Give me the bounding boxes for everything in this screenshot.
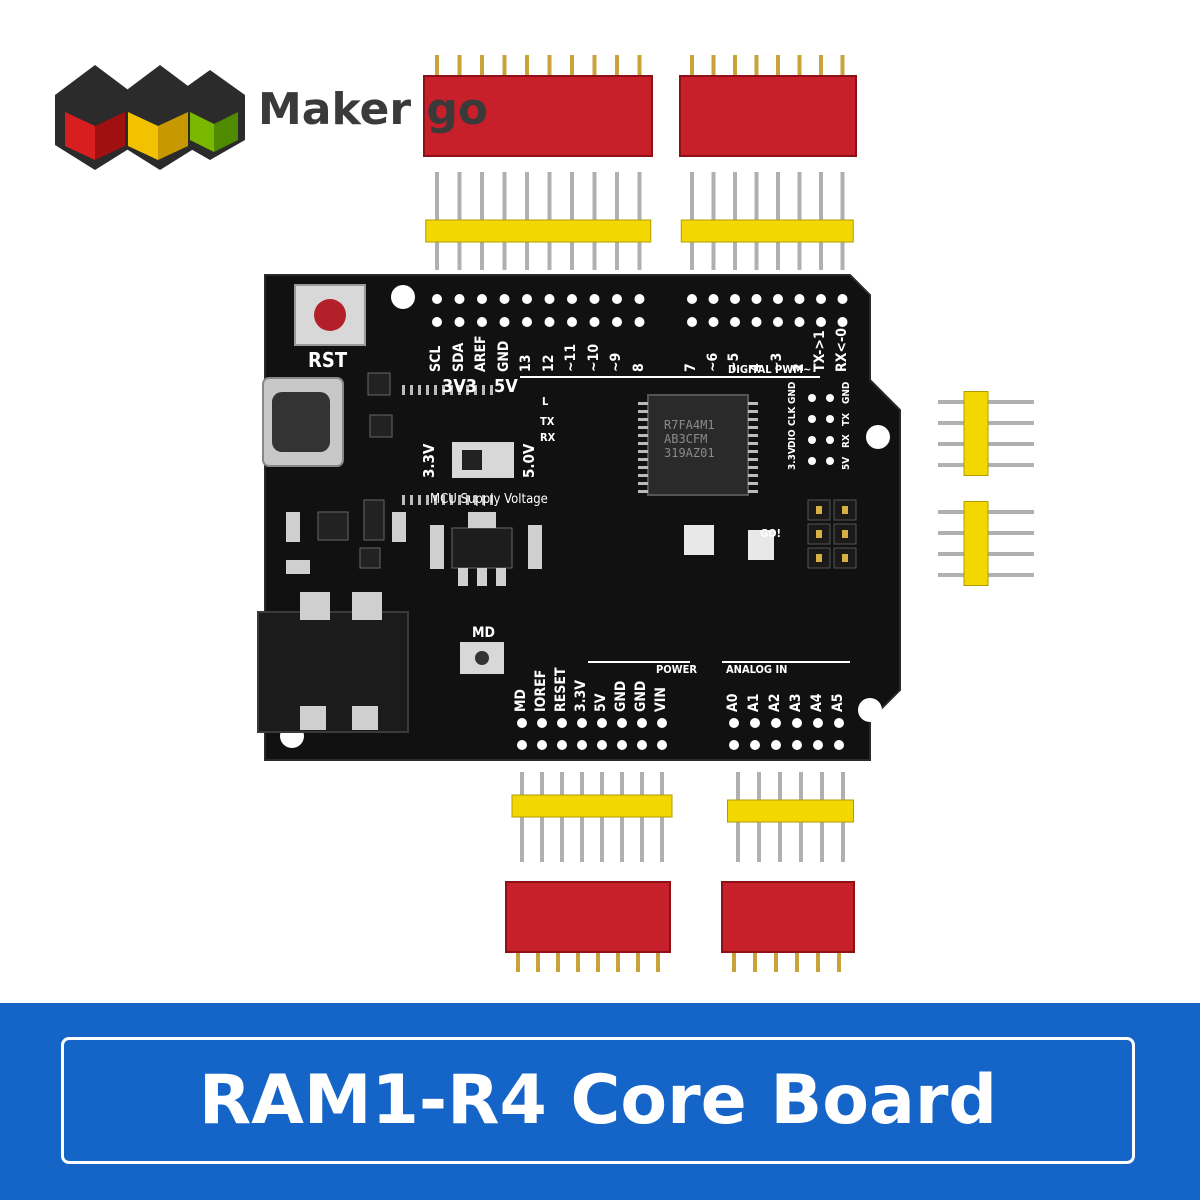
pin-label-top-left: ~11 [563, 343, 579, 372]
dc-power-jack[interactable] [257, 611, 409, 733]
male-headers-top [425, 172, 854, 270]
pin-label-top-left: SDA [450, 342, 467, 372]
pin-label-power: GND [613, 680, 629, 712]
female-header-top-right [679, 55, 857, 157]
pin-label-top-right: RX<-0 [833, 328, 850, 372]
debug-label-left: 3.3V [787, 447, 798, 470]
pin-label-top-right: TX->1 [812, 330, 828, 372]
mcu-chip [647, 394, 749, 496]
debug-label-right: GND [841, 381, 852, 404]
pin-label-power: 5V [593, 693, 609, 712]
pin-label-analog: A5 [830, 693, 846, 712]
pin-label-power: VIN [653, 687, 669, 712]
debug-label-right: RX [841, 434, 852, 448]
male-headers-right [938, 391, 1034, 586]
debug-label-left: CLK [787, 406, 798, 426]
debug-label-right: TX [841, 412, 852, 426]
debug-label-right: 5V [841, 456, 852, 470]
voltage-switch[interactable] [452, 442, 514, 478]
debug-label-left: DIO [787, 429, 798, 448]
pin-label-top-left: 13 [518, 354, 534, 372]
pin-label-top-left: AREF [473, 335, 489, 372]
pin-label-top-left: 8 [630, 363, 647, 372]
pin-label-top-right: 2 [790, 363, 807, 372]
pin-label-top-right: ~5 [726, 352, 742, 372]
pin-label-top-left: SCL [428, 345, 444, 372]
pcb-board [257, 274, 901, 761]
pin-label-top-left: GND [495, 340, 512, 372]
pin-label-top-left: ~9 [608, 352, 624, 372]
voltage-5v-label: 5V [494, 376, 518, 397]
female-header-bottom-right [721, 881, 855, 972]
reset-label: RST [308, 348, 348, 372]
go-label: GO! [760, 527, 782, 540]
brand-name: Maker go [258, 84, 489, 135]
pin-label-top-left: 12 [540, 354, 557, 372]
pin-label-analog: A3 [788, 693, 804, 712]
male-headers-bottom [511, 772, 854, 862]
pin-label-power: IOREF [533, 669, 549, 712]
female-header-top-left [423, 55, 653, 157]
title-banner: RAM1-R4 Core Board [61, 1037, 1135, 1164]
pin-label-top-right: ~3 [769, 352, 785, 372]
led-label-rx: RX [540, 431, 556, 444]
product-illustration [55, 55, 1034, 972]
debug-label-left: GND [787, 381, 798, 404]
led-label-tx: TX [540, 415, 555, 428]
chip-marking: R7FA4M1 AB3CFM 319AZ01 [664, 418, 715, 460]
female-header-bottom-left [505, 881, 671, 972]
pin-label-top-right: ~6 [704, 352, 721, 372]
digital-pwm-label: DIGITAL PWM~ [728, 363, 812, 376]
supply-voltage-label: MCU Supply Voltage [430, 492, 548, 507]
product-title: RAM1-R4 Core Board [198, 1061, 998, 1140]
pin-label-power: RESET [553, 667, 569, 712]
pin-label-power: GND [633, 680, 649, 712]
pin-label-analog: A0 [725, 693, 741, 712]
voltage-3v3-label: 3V3 [442, 376, 478, 397]
led-label-l: L [542, 395, 549, 408]
switch-left-label: 3.3V [420, 443, 438, 478]
pin-label-analog: A4 [809, 693, 825, 712]
pin-label-top-right: 4 [747, 363, 764, 372]
pin-label-analog: A2 [767, 693, 783, 712]
pin-label-top-left: ~10 [585, 343, 602, 372]
analog-in-label: ANALOG IN [726, 663, 788, 676]
mode-button-label: MD [472, 625, 495, 641]
switch-right-label: 5.0V [520, 443, 538, 478]
pin-label-power: 3.3V [573, 679, 589, 712]
product-photo: Maker go RST 3V3 5V 3.3V 5.0V MCU Supply… [0, 0, 1200, 1003]
pin-label-top-right: 7 [683, 363, 699, 372]
power-label: POWER [656, 663, 697, 676]
pin-label-analog: A1 [746, 693, 762, 712]
pin-label-power: MD [513, 689, 529, 712]
maker-go-logo [55, 65, 245, 170]
